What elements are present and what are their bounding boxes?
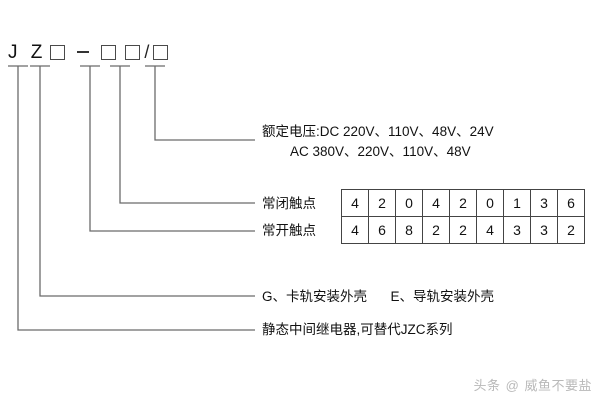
leader-rated-voltage — [154, 66, 255, 141]
model-code: J Z / — [8, 38, 169, 66]
leader-series-note — [17, 66, 255, 331]
contact-cell-no-2: 6 — [368, 216, 396, 244]
leader-normally-closed — [119, 66, 255, 204]
contact-cell-nc-9: 6 — [557, 189, 585, 217]
normally-open-label: 常开触点 — [262, 223, 316, 238]
watermark: 头条 @ 威鱼不要盐 — [474, 375, 592, 394]
contact-cell-nc-1: 4 — [341, 189, 369, 217]
watermark-username: 威鱼不要盐 — [524, 378, 592, 393]
contact-cell-nc-5: 2 — [449, 189, 477, 217]
contact-cell-no-9: 2 — [557, 216, 585, 244]
contact-cell-no-3: 8 — [395, 216, 423, 244]
contact-cell-no-5: 2 — [449, 216, 477, 244]
shell-type-g: G、卡轨安装外壳 — [262, 289, 368, 304]
normally-closed-label: 常闭触点 — [262, 196, 316, 211]
watermark-at-symbol: @ — [505, 378, 520, 393]
contact-cell-no-8: 3 — [530, 216, 558, 244]
code-box-1 — [50, 44, 66, 60]
contact-cell-nc-7: 1 — [503, 189, 531, 217]
contact-cell-nc-3: 0 — [395, 189, 423, 217]
code-box-4 — [153, 44, 169, 60]
contact-cell-no-7: 3 — [503, 216, 531, 244]
rated-voltage-label: 额定电压:DC 220V、110V、48V、24V AC 380V、220V、1… — [262, 122, 494, 161]
code-box-3 — [125, 44, 141, 60]
code-box-2 — [101, 44, 117, 60]
shell-type-label: G、卡轨安装外壳 E、导轨安装外壳 — [262, 287, 494, 307]
watermark-platform: 头条 — [473, 378, 501, 393]
contact-cell-no-1: 4 — [341, 216, 369, 244]
contact-cell-no-6: 4 — [476, 216, 504, 244]
contact-cell-nc-8: 3 — [530, 189, 558, 217]
leader-shell — [39, 66, 255, 297]
series-note-label: 静态中间继电器,可替代JZC系列 — [262, 322, 453, 337]
contact-cell-nc-2: 2 — [368, 189, 396, 217]
shell-type-e: E、导轨安装外壳 — [390, 289, 495, 304]
contact-cell-no-4: 2 — [422, 216, 450, 244]
rated-voltage-line-1: 额定电压:DC 220V、110V、48V、24V — [262, 124, 494, 139]
rated-voltage-line-2: AC 380V、220V、110V、48V — [290, 143, 471, 159]
contact-cell-nc-4: 4 — [422, 189, 450, 217]
code-slash: / — [144, 42, 150, 62]
leader-normally-open — [89, 66, 255, 232]
model-code-letters: J Z — [8, 41, 47, 63]
code-dash — [77, 51, 90, 53]
contact-cell-nc-6: 0 — [476, 189, 504, 217]
